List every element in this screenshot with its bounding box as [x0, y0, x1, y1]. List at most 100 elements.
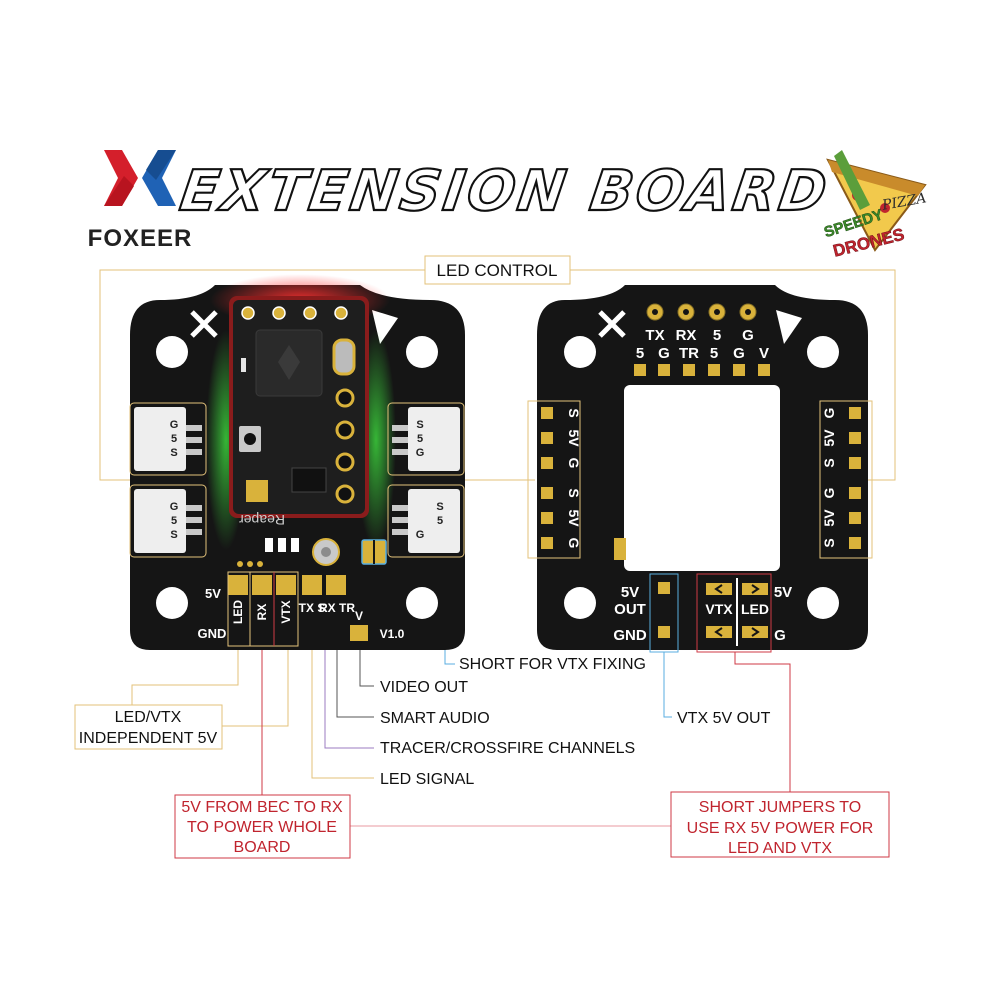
foxeer-x-red-bottom: [104, 176, 134, 206]
second-row-label: TR: [679, 345, 699, 362]
top-row-label: G: [742, 327, 754, 344]
foxeer-x-blue-top: [146, 150, 176, 180]
pepperoni-icon: [880, 203, 890, 213]
smd-resistor: [278, 538, 286, 552]
jumper-label-g: G: [774, 627, 786, 644]
led-control-line-right: [570, 269, 896, 481]
bind-button-dot: [244, 433, 256, 445]
pad-rx: [252, 575, 272, 595]
callout-led-signal: LED SIGNAL: [380, 771, 474, 788]
vtx-5v-out-box: [649, 573, 679, 653]
second-row-label: V: [759, 345, 769, 362]
pad-label-vtx: VTX: [279, 600, 293, 623]
jst-connector-left-top: [134, 407, 186, 471]
connector-callout-box: [129, 402, 207, 476]
left-col-label: G: [566, 458, 582, 469]
connector-pin-label: 5: [171, 515, 177, 527]
pad-gnd-out: [658, 626, 670, 638]
mount-hole: [156, 336, 188, 368]
second-row-label: G: [658, 345, 670, 362]
receiver-side-pad: [335, 484, 355, 504]
partner-logo-pizza: PIZZA: [880, 190, 928, 214]
foxeer-logo: FOXEER: [88, 150, 191, 252]
pad-label-tx-s: TX S: [299, 601, 326, 615]
connector-callout-box: [387, 484, 465, 558]
page-title: EXTENSION BOARD: [176, 159, 833, 224]
callout-tracer: TRACER/CROSSFIRE CHANNELS: [380, 740, 635, 757]
callout-led-control: LED CONTROL: [437, 261, 558, 280]
mount-hole: [406, 336, 438, 368]
callout-led-vtx-line2: INDEPENDENT 5V: [79, 730, 218, 747]
receiver-top-pads: [241, 306, 348, 320]
jumper-label-5v: 5V: [774, 584, 792, 601]
led-vtx-line-b: [222, 645, 289, 727]
callout-smart-audio: SMART AUDIO: [380, 710, 490, 727]
right-column-callout-box: [819, 400, 873, 559]
connector-pin-label: 5: [437, 515, 443, 527]
mount-hole: [564, 336, 596, 368]
pad-vtx: [276, 575, 296, 595]
jst-connector-right-top: [408, 407, 460, 471]
jumper-label-led: LED: [741, 601, 769, 617]
callout-jumpers-line1: SHORT JUMPERS TO: [699, 799, 861, 816]
out-label-5v: 5V: [621, 584, 639, 601]
led-vtx-5v-box: [74, 704, 223, 750]
right-col-label: S: [821, 458, 837, 467]
callout-short-vtx: SHORT FOR VTX FIXING: [459, 656, 646, 673]
led-control-box: [424, 255, 571, 285]
left-column-callout-box: [527, 400, 581, 559]
led-signal-line: [311, 640, 374, 779]
out-label-gnd: GND: [613, 627, 647, 644]
led-control-line-left: [99, 269, 425, 481]
cutout-pad: [614, 538, 626, 560]
right-col-label: 5V: [821, 509, 837, 527]
smd-component: [241, 358, 246, 372]
connector-pin-label: G: [416, 529, 425, 541]
smd-resistor: [291, 538, 299, 552]
board-version: V1.0: [380, 627, 405, 641]
mount-hole: [564, 587, 596, 619]
pad-5v-out: [658, 582, 670, 594]
pad-led: [228, 575, 248, 595]
callout-jumpers-line3: LED AND VTX: [728, 840, 832, 857]
receiver-side-pad: [335, 388, 355, 408]
connector-callout-box: [129, 484, 207, 558]
mount-hole: [406, 587, 438, 619]
left-col-label: 5V: [566, 509, 582, 527]
mount-hole: [807, 336, 839, 368]
pizza-mark-icon: [776, 310, 802, 344]
left-column-pads: [541, 407, 553, 549]
right-col-label: G: [821, 407, 837, 418]
jumper-box: [696, 573, 772, 653]
pad-video: [350, 625, 368, 641]
right-column-pads: [849, 407, 861, 549]
jst-connector-right-bottom: [408, 489, 460, 553]
receiver-ic: [291, 467, 327, 493]
callout-led-vtx-line1: LED/VTX: [115, 709, 182, 726]
connector-pin-label: 5: [417, 433, 423, 445]
power-pad-callout-box: [227, 571, 299, 647]
connector-callout-box: [387, 402, 465, 476]
jumper-pads: [706, 583, 768, 638]
short-jumpers-box: [670, 791, 890, 858]
connector-pin-label: G: [416, 447, 425, 459]
top-row-label: RX: [676, 327, 697, 344]
speedy-pizza-logo: SPEEDY PIZZA DRONES: [822, 150, 928, 261]
callout-vtx-5v-out: VTX 5V OUT: [677, 710, 771, 727]
connector-pin-label: S: [170, 447, 177, 459]
connector-pin-label: S: [436, 501, 443, 513]
pad-tx-s: [302, 575, 322, 595]
pad-rx-tr: [326, 575, 346, 595]
right-col-label: 5V: [821, 429, 837, 447]
left-col-label: S: [566, 408, 582, 417]
foxeer-x-icon: [104, 150, 176, 206]
foxeer-mark-icon: [190, 310, 218, 338]
right-col-label: S: [821, 538, 837, 547]
left-board: Reaper G 5 S G 5 S S 5 G S 5 G: [129, 274, 465, 650]
short-jumpers-line: [734, 652, 791, 792]
second-row-label: 5: [710, 345, 718, 362]
receiver-gold-pad: [246, 480, 268, 502]
jst-connector-left-bottom: [134, 489, 186, 553]
board-cutout: [624, 385, 780, 571]
